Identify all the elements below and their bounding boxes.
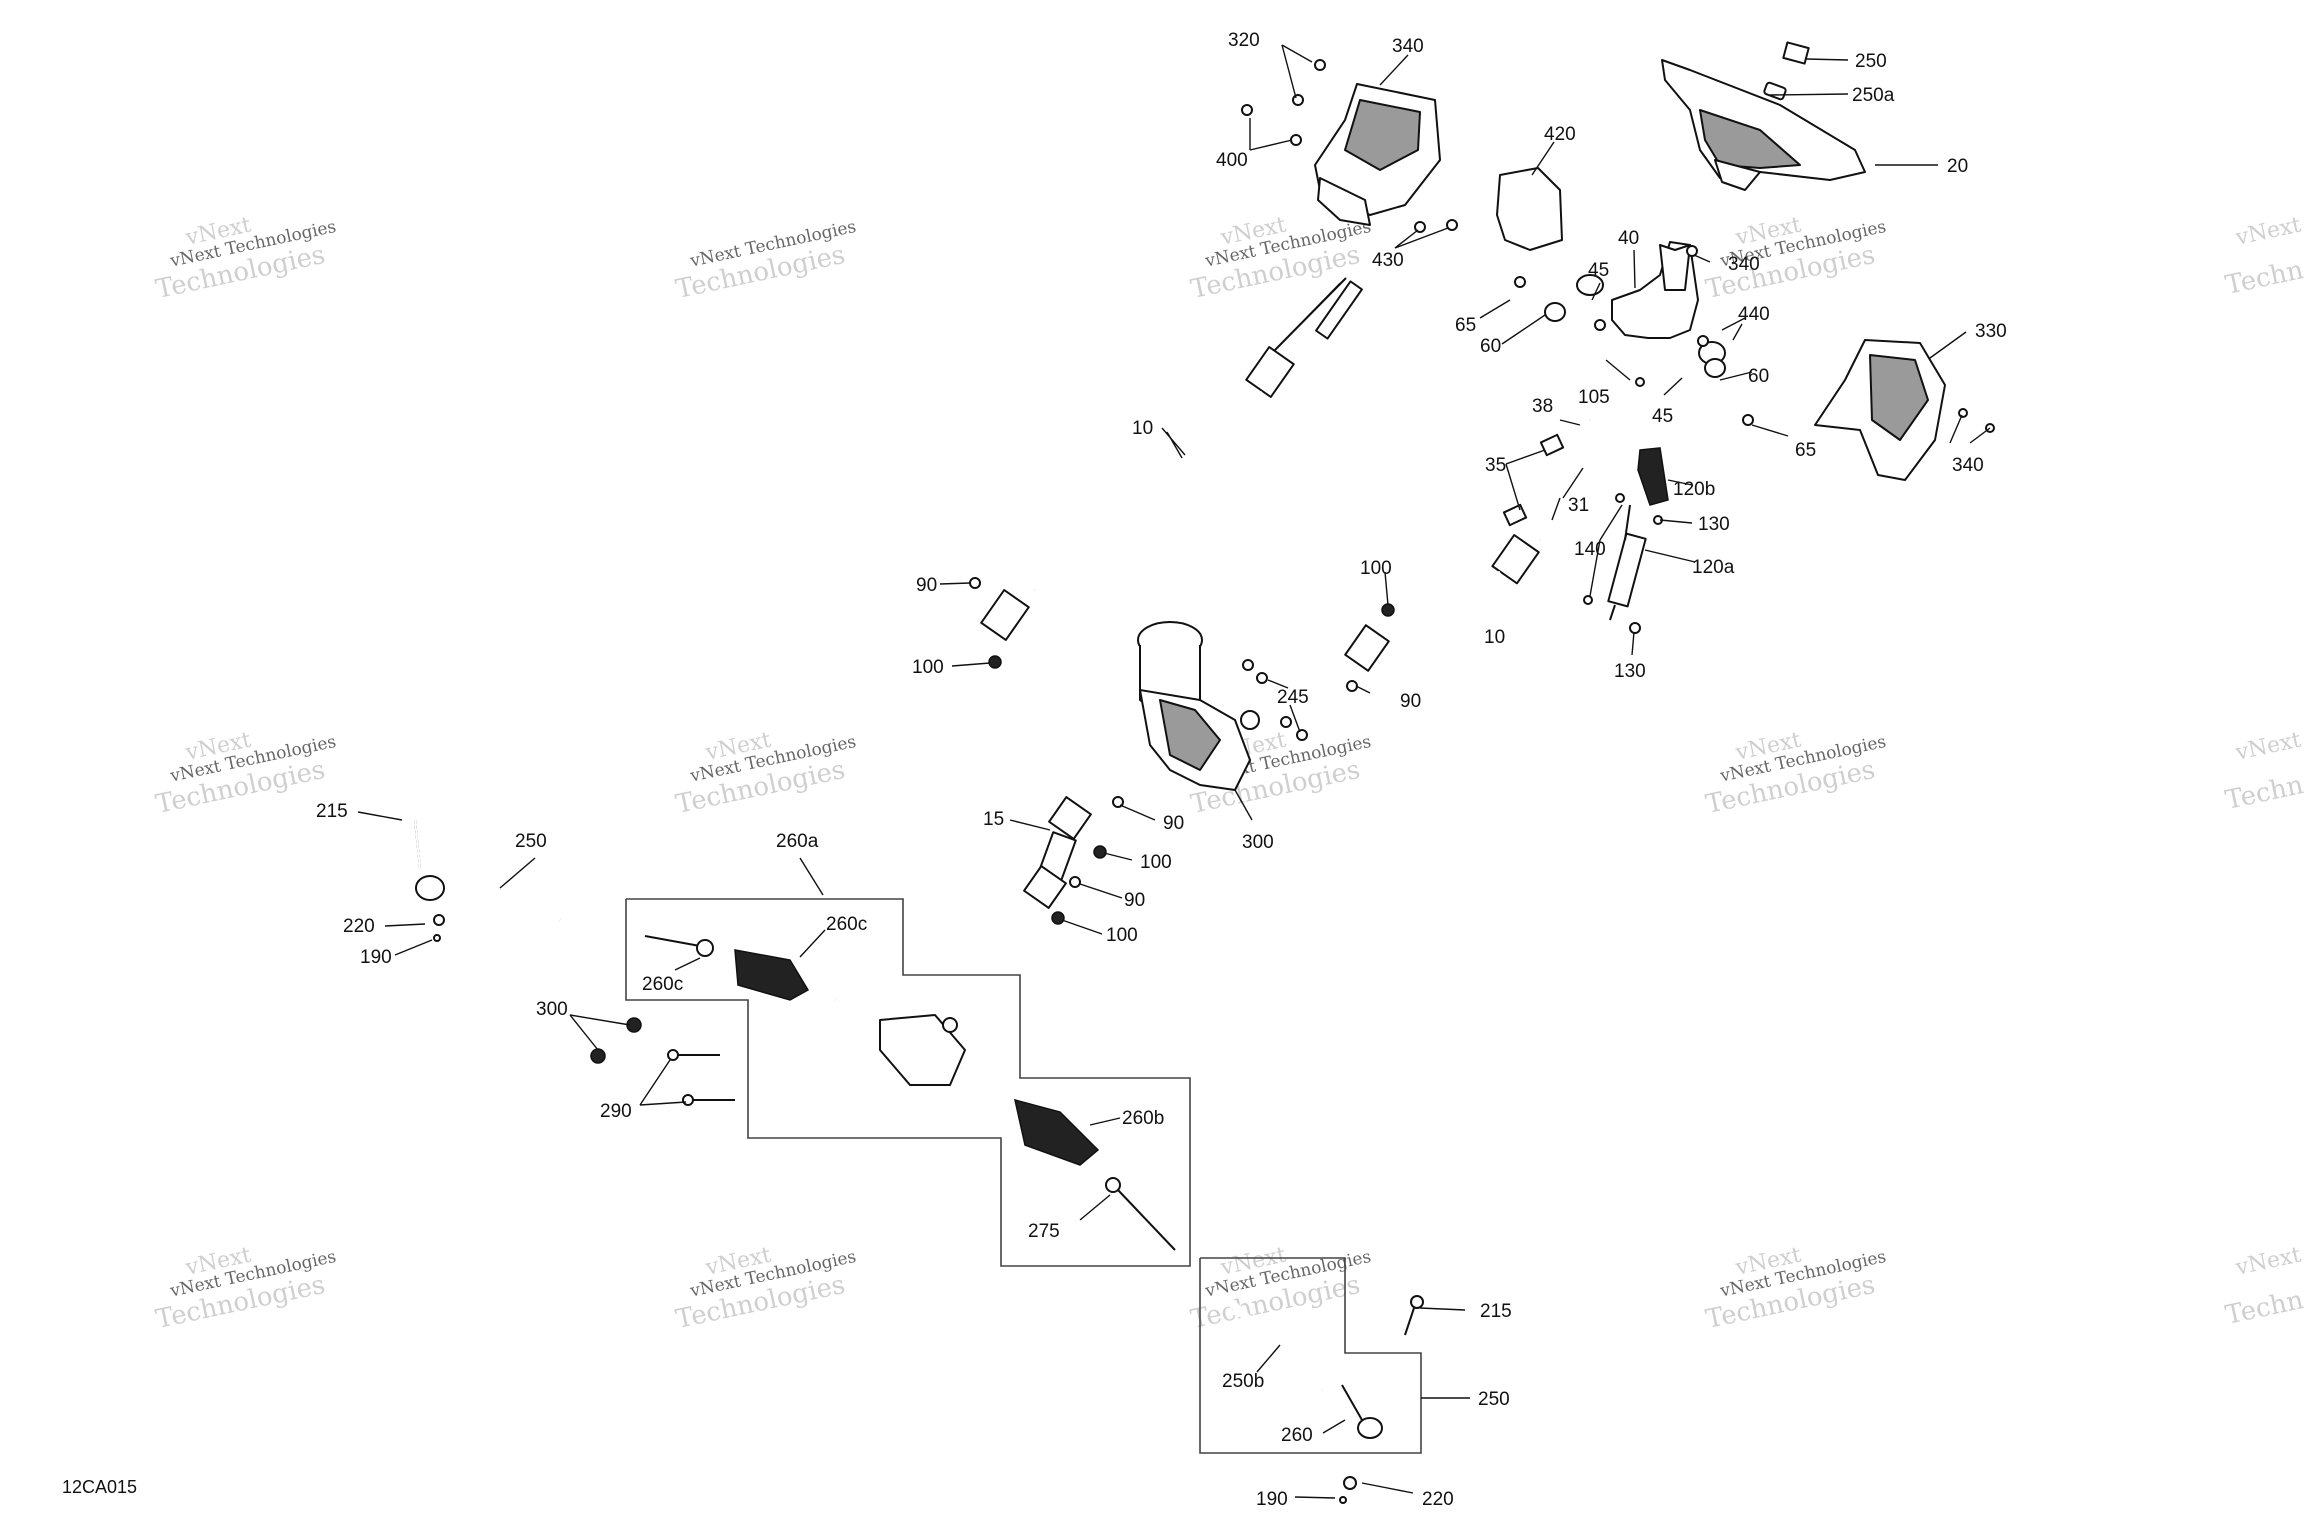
callout-label: 100 bbox=[1140, 852, 1172, 873]
group-box-260 bbox=[625, 898, 1191, 1267]
part-10-lower-shaft bbox=[1344, 419, 1592, 672]
callout-label: 215 bbox=[316, 801, 348, 822]
callout-label: 340 bbox=[1952, 455, 1984, 476]
callout-label: 140 bbox=[1574, 539, 1606, 560]
figure-reference: 12CA015 bbox=[62, 1477, 137, 1497]
callout-label: 260c bbox=[826, 914, 867, 935]
callout-label: 260a bbox=[776, 831, 819, 852]
callout-label: 45 bbox=[1652, 406, 1673, 427]
callout-labels: 320 340 400 430 420 250 250a 20 40 45 34… bbox=[316, 30, 2007, 1510]
part-20-steering-wheel bbox=[1661, 59, 1866, 191]
group-box-250 bbox=[1199, 1257, 1422, 1454]
part-320-lower-bracket bbox=[1814, 339, 1946, 481]
part-275-bolts bbox=[667, 1049, 735, 1106]
watermark-line2: Technologies bbox=[2223, 236, 2304, 301]
callout-label: 38 bbox=[1532, 396, 1553, 417]
callout-label: 130 bbox=[1698, 514, 1730, 535]
part-40-column-bracket bbox=[1611, 241, 1699, 339]
part-150-cap bbox=[1782, 41, 1810, 65]
callout-label: 260c bbox=[642, 974, 683, 995]
callout-label: 90 bbox=[1163, 813, 1184, 834]
part-400-plate bbox=[1496, 167, 1563, 251]
callout-label: 190 bbox=[1256, 1489, 1288, 1510]
callout-label: 15 bbox=[983, 809, 1004, 830]
part-160-pin bbox=[1763, 81, 1787, 101]
callout-label: 31 bbox=[1568, 495, 1589, 516]
callout-label: 90 bbox=[916, 575, 937, 596]
callout-label: 120a bbox=[1692, 557, 1735, 578]
callout-label: 420 bbox=[1544, 124, 1576, 145]
callout-label: 65 bbox=[1795, 440, 1816, 461]
hardware-fasteners bbox=[433, 59, 1995, 1504]
callout-label: 400 bbox=[1216, 150, 1248, 171]
callout-label: 10 bbox=[1484, 627, 1505, 648]
callout-label: 10 bbox=[1132, 418, 1153, 439]
part-35-sleeve bbox=[1539, 433, 1565, 457]
leader-lines bbox=[357, 44, 1991, 1499]
part-250b-tie-rod-end bbox=[1341, 1384, 1383, 1439]
part-290-nut bbox=[590, 1048, 606, 1064]
callout-label: 45 bbox=[1588, 260, 1609, 281]
callout-label: 340 bbox=[1392, 36, 1424, 57]
callout-label: 250 bbox=[1855, 51, 1887, 72]
callout-label: 300 bbox=[1242, 832, 1274, 853]
callout-label: 120b bbox=[1673, 479, 1715, 500]
watermark-line2: Technologies bbox=[2223, 1266, 2304, 1331]
part-120a-damper bbox=[1607, 504, 1647, 621]
callout-label: 250 bbox=[1478, 1389, 1510, 1410]
watermark-line2: Technologies bbox=[2223, 751, 2304, 816]
callout-label: 190 bbox=[360, 947, 392, 968]
callout-label: 250a bbox=[1852, 85, 1895, 106]
callout-label: 250 bbox=[515, 831, 547, 852]
part-250a-tube bbox=[1215, 1287, 1325, 1393]
callout-label: 440 bbox=[1738, 304, 1770, 325]
callout-label: 290 bbox=[600, 1101, 632, 1122]
part-15-u-joint bbox=[1023, 796, 1092, 909]
callout-label: 105 bbox=[1578, 387, 1610, 408]
callout-label: 220 bbox=[1422, 1489, 1454, 1510]
callout-label: 300 bbox=[536, 999, 568, 1020]
callout-label: 90 bbox=[1124, 890, 1145, 911]
callout-label: 275 bbox=[1028, 1221, 1060, 1242]
callout-label: 330 bbox=[1975, 321, 2007, 342]
callout-label: 100 bbox=[912, 657, 944, 678]
callout-label: 35 bbox=[1485, 455, 1506, 476]
callout-label: 220 bbox=[343, 916, 375, 937]
callout-label: 100 bbox=[1106, 925, 1138, 946]
callout-label: 340 bbox=[1728, 254, 1760, 275]
part-120b-boot bbox=[1637, 447, 1669, 506]
part-250-tie-rod-left bbox=[414, 819, 562, 924]
part-10-upper-shaft bbox=[980, 277, 1363, 641]
part-60-bushing bbox=[1544, 302, 1566, 322]
part-215-bolt-right bbox=[1404, 1295, 1424, 1336]
callout-label: 250b bbox=[1222, 1371, 1264, 1392]
watermark-overlay: vNext bbox=[2233, 213, 2304, 251]
callout-label: 100 bbox=[1360, 558, 1392, 579]
callout-label: 60 bbox=[1748, 366, 1769, 387]
part-310-upper-bracket bbox=[1314, 83, 1441, 226]
callout-label: 260 bbox=[1281, 1425, 1313, 1446]
callout-label: 430 bbox=[1372, 250, 1404, 271]
callout-label: 65 bbox=[1455, 315, 1476, 336]
part-300-eps-unit bbox=[1137, 621, 1260, 791]
callout-label: 320 bbox=[1228, 30, 1260, 51]
callout-label: 90 bbox=[1400, 691, 1421, 712]
part-260-rack bbox=[644, 935, 1176, 1251]
callout-label: 215 bbox=[1480, 1301, 1512, 1322]
watermark-overlay: vNext bbox=[2233, 728, 2304, 766]
part-60-bushing bbox=[1704, 358, 1726, 378]
watermark-overlay: vNext bbox=[2233, 1243, 2304, 1281]
callout-label: 60 bbox=[1480, 336, 1501, 357]
callout-label: 40 bbox=[1618, 228, 1639, 249]
callout-label: 20 bbox=[1947, 156, 1968, 177]
part-35-sleeve bbox=[1502, 503, 1528, 527]
callout-label: 130 bbox=[1614, 661, 1646, 682]
callout-label: 260b bbox=[1122, 1108, 1164, 1129]
callout-label: 245 bbox=[1277, 687, 1309, 708]
